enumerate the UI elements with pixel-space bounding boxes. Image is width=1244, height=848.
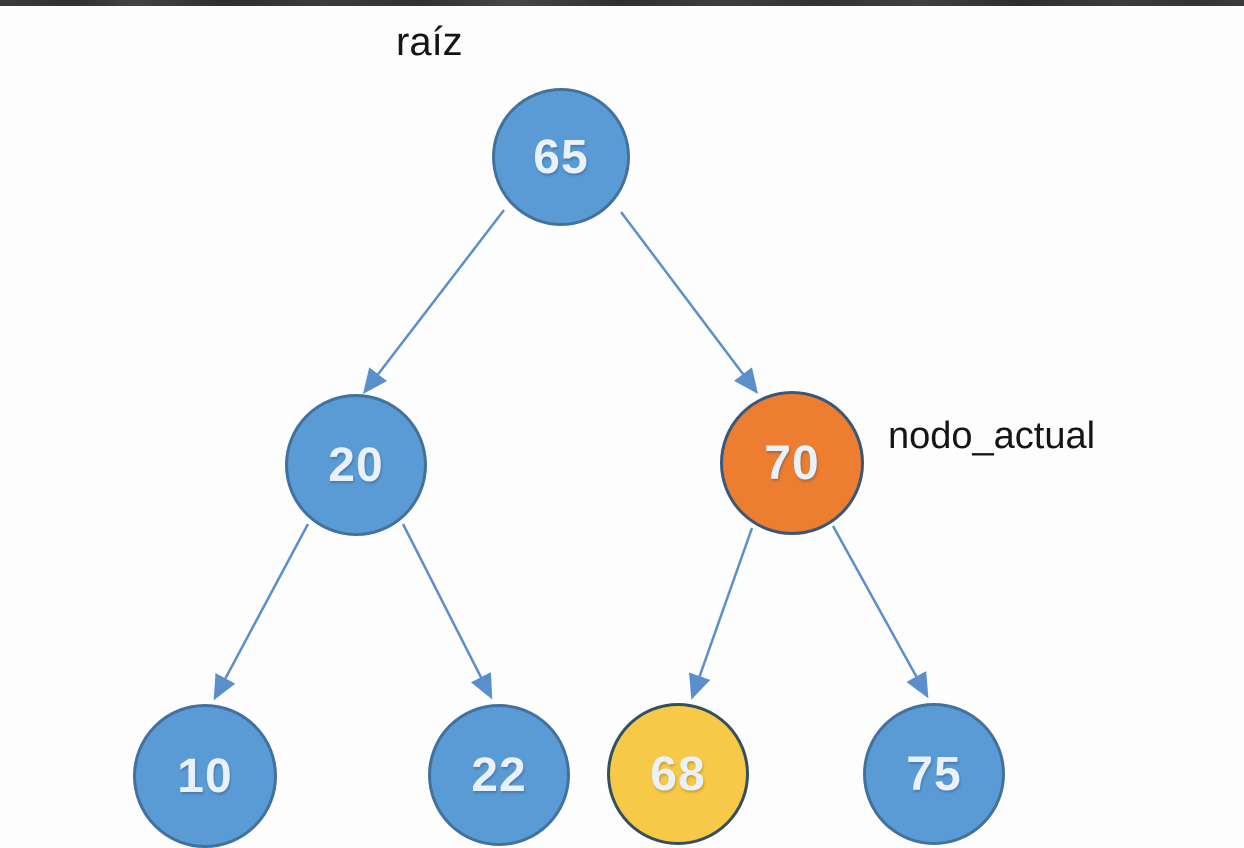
node-value-65: 65 xyxy=(533,130,589,184)
node-value-20: 20 xyxy=(328,438,384,492)
node-value-22: 22 xyxy=(471,748,527,802)
video-artifact-band xyxy=(0,0,1244,6)
current-node-pointer-label: nodo_actual xyxy=(888,415,1096,457)
edge-70-75 xyxy=(831,525,929,699)
tree-node-20: 20 xyxy=(285,394,427,536)
tree-node-root-65: 65 xyxy=(492,88,630,226)
root-pointer-label: raíz xyxy=(396,20,463,64)
node-value-10: 10 xyxy=(177,749,233,803)
tree-node-22: 22 xyxy=(428,704,570,846)
tree-node-highlighted-68: 68 xyxy=(607,703,749,845)
edge-70-68 xyxy=(689,527,754,700)
edge-65-20 xyxy=(362,209,505,394)
node-value-68: 68 xyxy=(650,747,706,801)
edge-20-10 xyxy=(213,523,310,701)
node-value-75: 75 xyxy=(906,747,962,801)
tree-node-current-70: 70 xyxy=(720,391,864,535)
tree-node-75: 75 xyxy=(863,703,1005,845)
tree-node-10: 10 xyxy=(133,704,277,848)
edge-65-70 xyxy=(620,211,759,394)
edge-20-22 xyxy=(401,523,493,700)
node-value-70: 70 xyxy=(764,436,820,490)
